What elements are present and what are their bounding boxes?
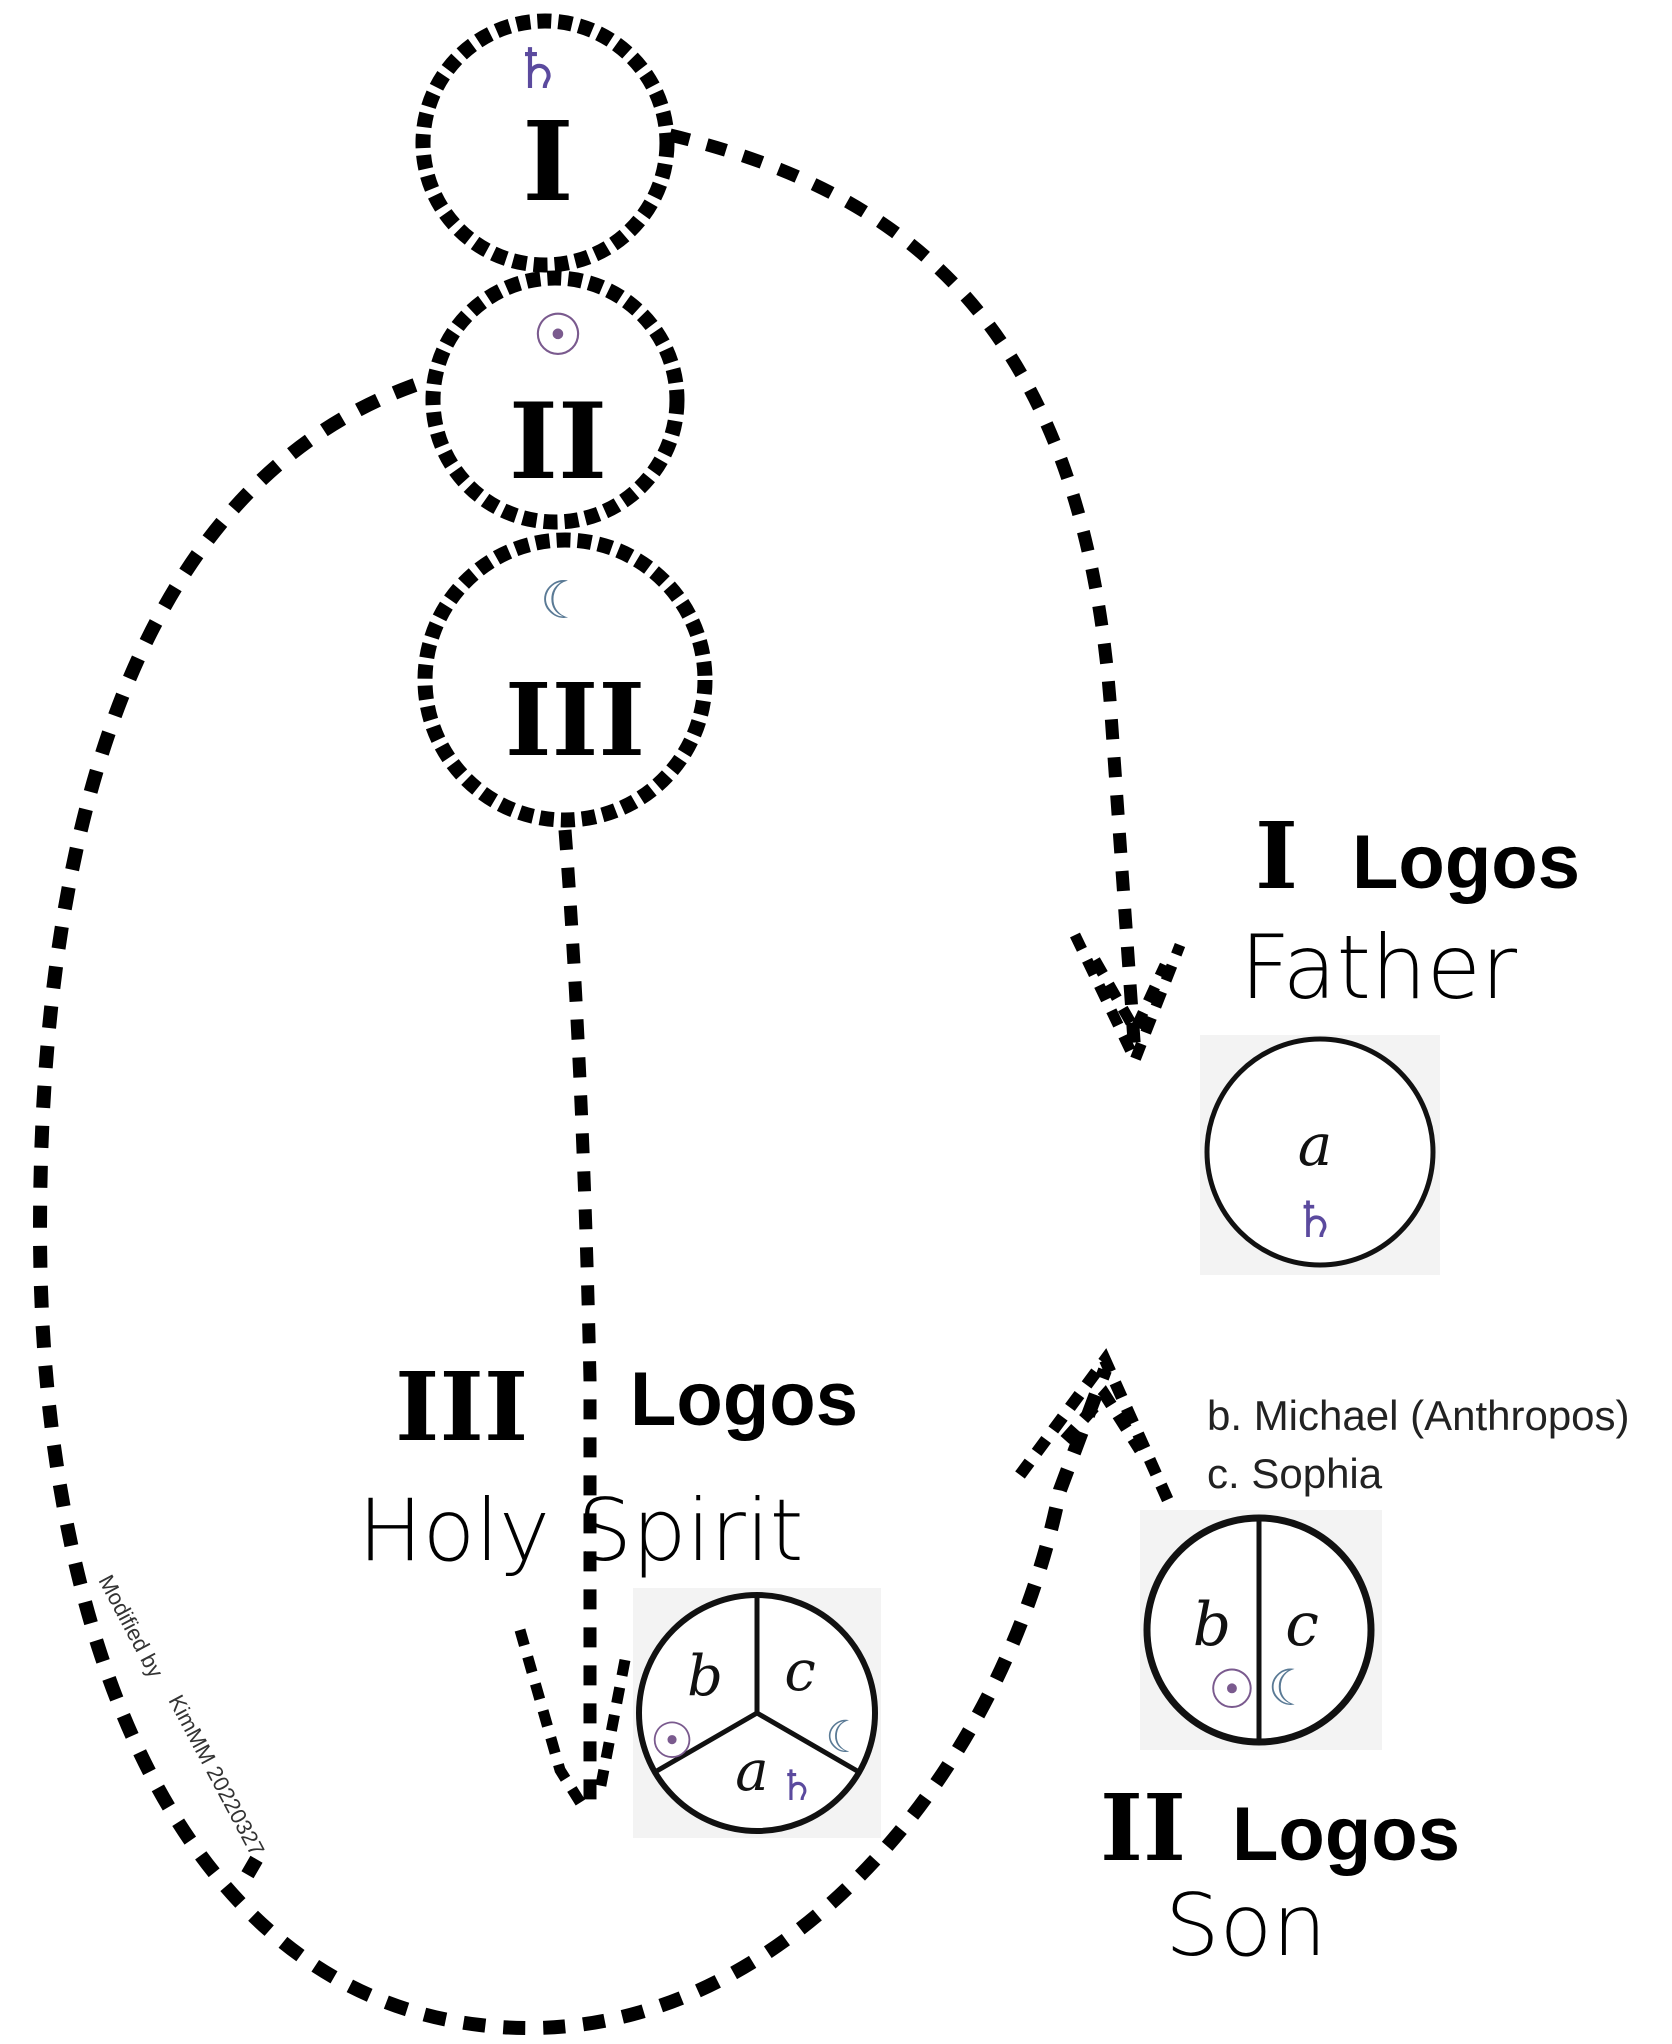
moon-icon: ☾ [540, 571, 587, 631]
holy-spirit-saturn-icon: ♄ [778, 1761, 816, 1810]
arrow-to-son [32, 378, 1112, 2036]
son-sun-icon: ☉ [1208, 1658, 1256, 1721]
son-letter-b: b [1193, 1590, 1231, 1660]
circle-third-logos: ☾ III [417, 532, 713, 828]
son-numeral: II [1100, 1774, 1186, 1882]
son-moon-icon: ☾ [1268, 1659, 1313, 1717]
son-note-c: c. Sophia [1207, 1450, 1383, 1497]
son-label: II Logos Son [1100, 1774, 1460, 1976]
father-saturn-icon: ♄ [1293, 1191, 1338, 1249]
sun-icon: ☉ [532, 301, 584, 369]
son-note-b: b. Michael (Anthropos) [1207, 1392, 1630, 1439]
father-name: Father [1240, 916, 1518, 1019]
holy-spirit-numeral: III [395, 1352, 528, 1463]
father-logos: Logos [1352, 820, 1580, 905]
son-logos: Logos [1232, 1792, 1460, 1877]
circle-second-logos: ☉ II [425, 270, 685, 530]
arrow-to-son-head [1015, 1348, 1176, 1508]
holy-spirit-name: Holy Spirit [358, 1481, 803, 1581]
circle3-numeral: III [505, 661, 645, 779]
holy-spirit-logos: Logos [630, 1357, 858, 1442]
holy-spirit-label: III Logos Holy Spirit [358, 1352, 858, 1581]
holy-spirit-sun-icon: ☉ [650, 1712, 695, 1770]
father-letter-a: a [1298, 1111, 1333, 1179]
son-letter-c: c [1285, 1590, 1319, 1660]
holy-spirit-circle: b c a ♄ ☉ ☾ [633, 1588, 881, 1838]
holy-spirit-letter-c: c [784, 1639, 815, 1704]
holy-spirit-letter-b: b [687, 1644, 723, 1709]
circle-first-logos: ♄ I [415, 13, 675, 273]
son-name: Son [1165, 1876, 1327, 1976]
son-circle: b c ☉ ☾ [1140, 1510, 1382, 1750]
father-numeral: I [1255, 802, 1298, 910]
father-circle: a ♄ [1200, 1035, 1440, 1275]
son-notes: b. Michael (Anthropos) c. Sophia [1207, 1392, 1630, 1497]
credit-line1: Modified by [94, 1571, 169, 1682]
circle1-numeral: I [522, 97, 573, 226]
holy-spirit-moon-icon: ☾ [825, 1712, 864, 1763]
arrow-to-father [668, 128, 1142, 1056]
flow-arrows [32, 128, 1186, 2036]
holy-spirit-letter-a: a [735, 1739, 768, 1804]
arrow-to-holy-spirit-head [514, 1628, 631, 1813]
circle2-numeral: II [509, 379, 607, 503]
father-label: I Logos Father [1240, 802, 1580, 1019]
saturn-icon: ♄ [513, 37, 563, 102]
arrow-to-holy-spirit [558, 829, 597, 1810]
logos-circle-stack: ♄ I ☉ II ☾ III [415, 13, 713, 828]
